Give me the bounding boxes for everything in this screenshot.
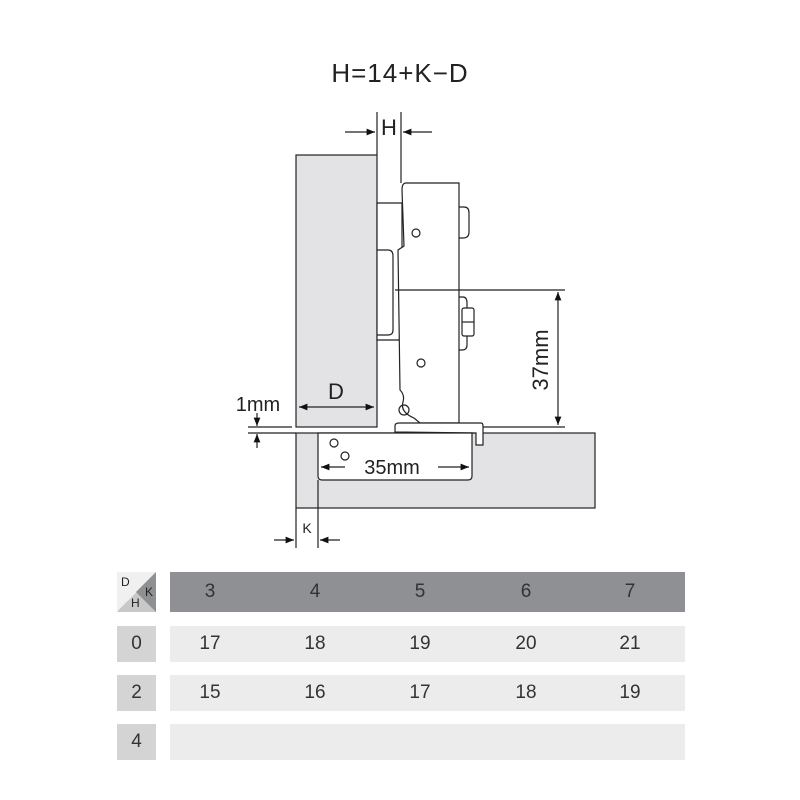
k-value: 7 xyxy=(624,581,636,602)
h-value: 16 xyxy=(304,682,326,703)
k-value: 6 xyxy=(520,581,532,602)
hinge-arm xyxy=(397,182,460,424)
hinge-base xyxy=(394,422,484,446)
table-row: 15 16 17 18 19 xyxy=(170,675,685,711)
d-value: 2 xyxy=(117,675,156,711)
h-value: 20 xyxy=(515,633,537,654)
k-value: 5 xyxy=(414,581,426,602)
corner-d: D xyxy=(121,575,130,589)
h-value: 19 xyxy=(409,633,431,654)
k-value: 4 xyxy=(309,581,321,602)
h-value: 17 xyxy=(409,682,431,703)
door-panel xyxy=(295,154,378,428)
h-value: 15 xyxy=(199,682,221,703)
h-value: 18 xyxy=(515,682,537,703)
table-row: 17 18 19 20 21 xyxy=(170,626,685,662)
hinge-cup xyxy=(317,432,473,481)
h-value: 17 xyxy=(199,633,221,654)
formula-title: H=14+K−D xyxy=(331,58,469,88)
k-header-row: 3 4 5 6 7 xyxy=(170,572,685,612)
hinge-diagram: H D K 1mm 35mm 37mm xyxy=(236,112,596,548)
label-1mm: 1mm xyxy=(236,394,280,416)
label-h: H xyxy=(381,115,397,140)
table-row xyxy=(170,724,685,760)
h-value: 18 xyxy=(304,633,326,654)
h-value: 21 xyxy=(619,633,641,654)
corner-cell: D K H xyxy=(117,572,156,612)
d-value: 0 xyxy=(117,626,156,662)
label-37mm: 37mm xyxy=(528,329,553,390)
corner-k: K xyxy=(144,585,153,599)
label-d: D xyxy=(328,379,344,404)
label-k: K xyxy=(302,520,312,536)
d-value: 4 xyxy=(117,724,156,760)
h-value: 19 xyxy=(619,682,641,703)
corner-h: H xyxy=(131,596,140,610)
k-value: 3 xyxy=(204,581,216,602)
label-35mm: 35mm xyxy=(364,457,420,479)
